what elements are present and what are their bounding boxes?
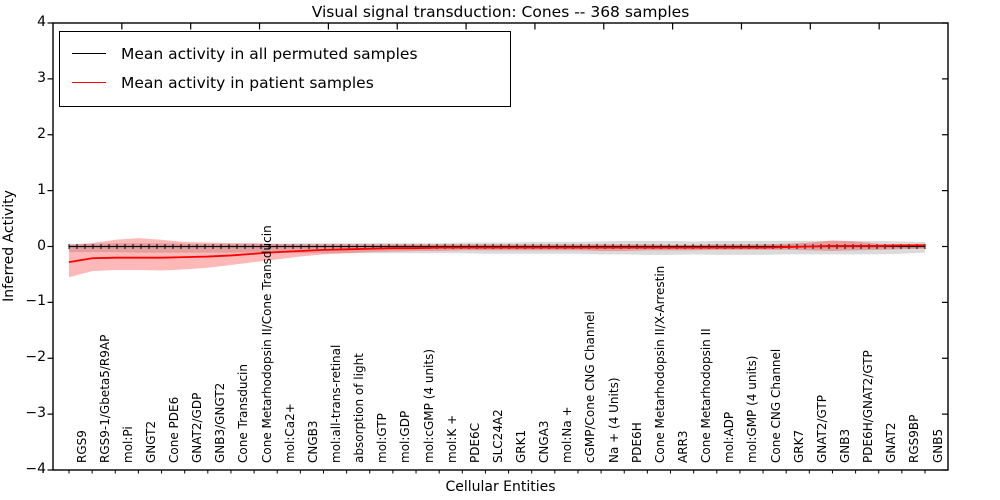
x-tick-label: GNAT2/GDP bbox=[190, 392, 205, 463]
legend-item-label: Mean activity in patient samples bbox=[121, 73, 374, 92]
y-tick-label: 4 bbox=[37, 14, 46, 30]
x-tick-label: GNAT2/GTP bbox=[814, 395, 829, 463]
x-tick-label: cGMP/Cone CNG Channel bbox=[583, 311, 598, 463]
x-tick-label: RGS9BP bbox=[907, 414, 922, 463]
x-tick-label: mol:Ca2+ bbox=[282, 403, 297, 463]
x-tick-label: Cone Metarhodopsin II bbox=[699, 328, 714, 463]
x-tick-label: mol:ADP bbox=[722, 411, 737, 463]
x-tick-label: GNAT2 bbox=[884, 422, 899, 463]
legend-line-sample-red bbox=[72, 82, 106, 83]
x-tick-label: mol:all-trans-retinal bbox=[328, 344, 343, 463]
x-tick-label: CNGA3 bbox=[537, 420, 552, 464]
x-tick-label: mol:Na + bbox=[560, 406, 575, 463]
x-tick-label: GNB3/GNGT2 bbox=[213, 382, 228, 463]
x-tick-label: PDE6H/GNAT2/GTP bbox=[861, 350, 876, 463]
x-tick-label: GRK1 bbox=[514, 429, 529, 463]
x-tick-label: PDE6C bbox=[467, 422, 482, 463]
x-tick-label: SLC24A2 bbox=[490, 409, 505, 463]
x-tick-label: RGS9-1/Gbeta5/R9AP bbox=[97, 334, 112, 463]
x-tick-label: GNB3 bbox=[837, 428, 852, 463]
y-tick-label: −2 bbox=[25, 349, 46, 366]
legend-item-label: Mean activity in all permuted samples bbox=[121, 44, 418, 63]
x-tick-label: mol:Pi bbox=[120, 426, 135, 463]
x-tick-label: Cone Metarhodopsin II/Cone Transducin bbox=[259, 225, 274, 463]
x-tick-label: mol:K + bbox=[444, 414, 459, 463]
y-tick-label: −1 bbox=[25, 293, 46, 310]
chart-title: Visual signal transduction: Cones -- 368… bbox=[311, 3, 690, 21]
x-tick-label: Cone CNG Channel bbox=[768, 348, 783, 463]
y-tick-label: 3 bbox=[37, 69, 46, 86]
y-tick-label: 2 bbox=[37, 125, 46, 142]
x-tick-label: GRK7 bbox=[791, 429, 806, 463]
x-tick-label: Cone PDE6 bbox=[167, 396, 182, 463]
x-axis-label: Cellular Entities bbox=[445, 479, 556, 495]
x-tick-label: Na + (4 Units) bbox=[606, 377, 621, 463]
x-tick-label: mol:cGMP (4 units) bbox=[421, 348, 436, 463]
y-tick-label: 1 bbox=[37, 181, 46, 198]
x-tick-label: mol:GMP (4 units) bbox=[745, 355, 760, 463]
x-tick-label: ARR3 bbox=[676, 430, 690, 463]
legend-item: Mean activity in all permuted samples bbox=[72, 39, 500, 68]
y-tick-label: −3 bbox=[25, 405, 46, 422]
legend-item: Mean activity in patient samples bbox=[72, 68, 500, 97]
y-tick-label: −4 bbox=[25, 461, 46, 477]
x-tick-label: absorption of light bbox=[352, 353, 367, 463]
legend: Mean activity in all permuted samples Me… bbox=[59, 31, 511, 107]
x-tick-label: Cone Transducin bbox=[236, 364, 251, 463]
x-tick-label: mol:GTP bbox=[375, 413, 390, 463]
x-tick-label: CNGB3 bbox=[305, 420, 320, 463]
x-tick-label: GNGT2 bbox=[143, 420, 158, 463]
x-tick-label: mol:GDP bbox=[398, 410, 413, 463]
y-tick-label: 0 bbox=[37, 237, 46, 254]
x-tick-label: RGS9 bbox=[74, 430, 89, 463]
x-tick-label: Cone Metarhodopsin II/X-Arrestin bbox=[652, 265, 667, 463]
x-tick-label: PDE6H bbox=[629, 422, 644, 463]
legend-line-sample-black bbox=[72, 53, 106, 54]
x-tick-label: GNB5 bbox=[930, 428, 945, 463]
patient-mean-line bbox=[68, 244, 925, 264]
